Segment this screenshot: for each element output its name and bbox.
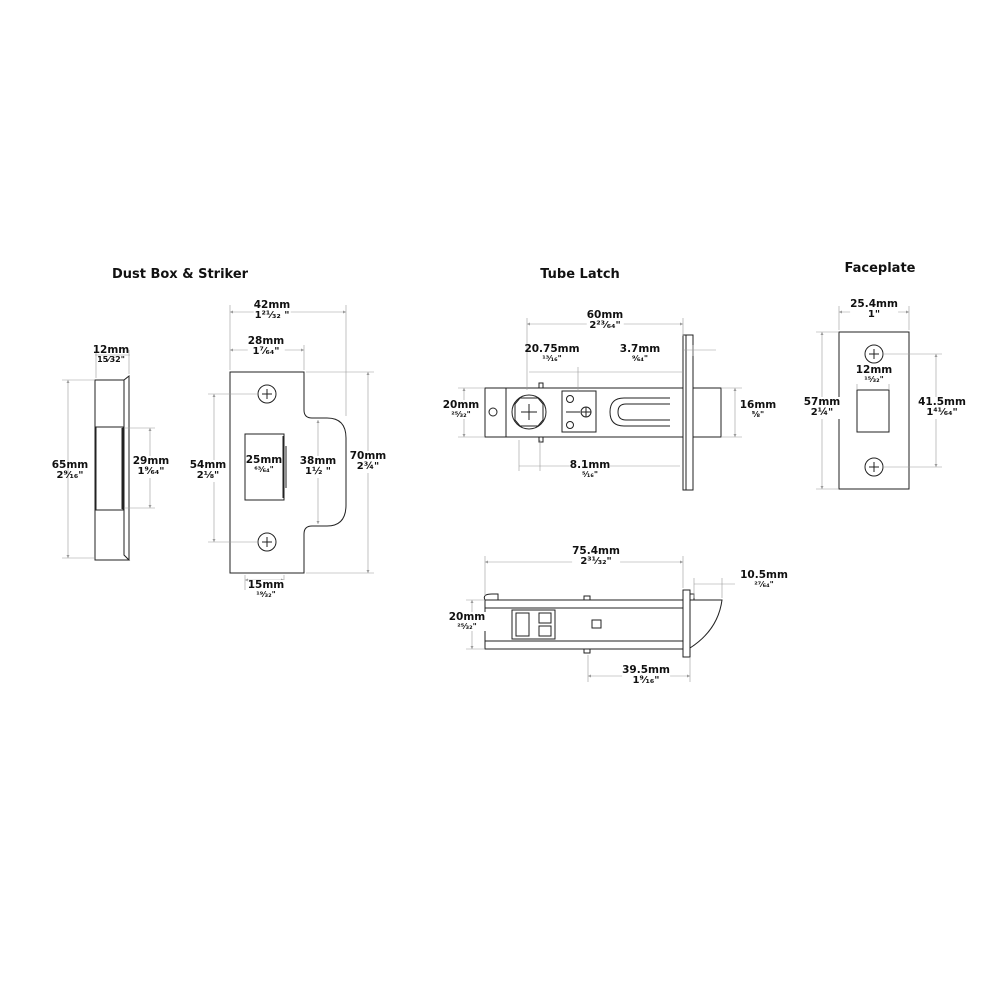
dim-latch-length: 60mm 2²³⁄₆₄" [586,309,624,332]
dim-mm: 39.5mm [622,664,670,676]
dim-striker-height: 54mm 2⅛" [189,459,227,482]
dim-mm: 42mm [253,299,291,311]
dim-striker-plate: 28mm 1⁷⁄₆₄" [247,335,285,358]
dim-inch: 1⁷⁄₆₄" [252,346,280,358]
dust-box-drawing [94,374,131,561]
dim-inch: 1" [867,309,881,321]
section-title-faceplate: Faceplate [844,261,916,276]
dim-mm: 12mm [855,364,893,376]
dim-mm: 25mm [245,454,283,466]
dim-dustbox-opening: 29mm 1⁹⁄₆₄" [132,455,170,478]
dim-inch: 2¾" [356,461,380,473]
dim-mm: 75.4mm [572,545,620,557]
dim-latch-spindle-size: 8.1mm ⁵⁄₁₆" [569,459,611,480]
tube-latch-side-drawing [483,589,723,658]
dim-inch: 2⅛" [196,470,220,482]
dim-mm: 10.5mm [740,569,788,581]
dim-mm: 38mm [299,455,337,467]
dim-face-window: 12mm ¹⁵⁄₃₂" [855,364,893,385]
dim-mm: 8.1mm [569,459,611,471]
dim-striker-window: 25mm ⁶³⁄₆₄" [245,454,283,475]
faceplate-drawing [838,331,910,490]
dim-mm: 29mm [132,455,170,467]
dim-mm: 57mm [803,396,841,408]
dim-face-centers: 41.5mm 1⁴¹⁄₆₄" [918,396,966,419]
striker-dimensions [208,305,374,590]
dim-inch: 15⁄32" [97,355,125,365]
dim-inch: ²⁵⁄₃₂" [451,410,471,420]
dim-dustbox-width: 12mm 15⁄32" [92,344,130,365]
dim-inch: 1²¹⁄₃₂ " [254,310,290,322]
dim-inch: 1⁹⁄₆₄" [137,466,165,478]
tube-latch-drawing [484,334,722,491]
dim-inch: 1⁹⁄₁₆" [632,675,660,687]
dim-mm: 15mm [247,579,285,591]
dim-inch: 1½ " [304,466,331,478]
dim-mm: 65mm [51,459,89,471]
dim-inch: ⁶³⁄₆₄" [254,465,274,475]
dust-box-dimensions [62,350,155,559]
dim-striker-lip: 38mm 1½ " [299,455,337,478]
dim-side-backset: 39.5mm 1⁹⁄₁₆" [622,664,670,687]
dim-mm: 54mm [189,459,227,471]
dim-latch-spindle: 20.75mm ¹³⁄₁₆" [524,343,580,364]
dim-mm: 16mm [739,399,777,411]
dim-mm: 12mm [92,344,130,356]
dim-inch: 2⁹⁄₁₆" [56,470,84,482]
dim-inch: 2³¹⁄₃₂" [580,556,612,568]
dim-mm: 60mm [586,309,624,321]
dim-inch: ²⁷⁄₆₄" [754,580,774,590]
dim-latch-diameter: 20mm ²⁵⁄₃₂" [442,399,480,420]
dim-striker-total: 70mm 2¾" [349,450,387,473]
dim-inch: 2¼" [810,407,834,419]
dim-mm: 20.75mm [524,343,580,355]
dim-mm: 3.7mm [619,343,661,355]
tube-latch-dimensions [458,318,742,471]
dim-inch: ⅝" [751,410,765,420]
dim-inch: 1⁴¹⁄₆₄" [926,407,958,419]
dim-dustbox-height: 65mm 2⁹⁄₁₆" [51,459,89,482]
dim-inch: ²⁵⁄₃₂" [457,622,477,632]
dim-side-bolt: 10.5mm ²⁷⁄₆₄" [740,569,788,590]
dim-face-height: 57mm 2¼" [803,396,841,419]
dim-inch: ¹⁵⁄₃₂" [864,375,884,385]
dim-mm: 28mm [247,335,285,347]
dim-inch: ⁵⁄₁₆" [581,470,599,480]
dim-mm: 20mm [448,611,486,623]
dim-inch: ¹⁹⁄₃₂" [256,590,276,600]
dim-mm: 41.5mm [918,396,966,408]
dim-mm: 20mm [442,399,480,411]
striker-plate-drawing [229,371,347,574]
dim-mm: 70mm [349,450,387,462]
section-title-tube-latch: Tube Latch [540,267,620,282]
section-title-dust-box-striker: Dust Box & Striker [111,267,249,282]
dim-inch: ¹³⁄₁₆" [542,354,562,364]
dim-side-length: 75.4mm 2³¹⁄₃₂" [572,545,620,568]
dim-inch: 2²³⁄₆₄" [589,320,621,332]
dim-striker-width: 42mm 1²¹⁄₃₂ " [253,299,291,322]
dim-face-width: 25.4mm 1" [850,298,898,321]
dim-side-diameter: 20mm ²⁵⁄₃₂" [448,611,486,632]
dim-striker-bottom: 15mm ¹⁹⁄₃₂" [247,579,285,600]
dim-mm: 25.4mm [850,298,898,310]
dim-latch-gap: 3.7mm ⁹⁄₆₄" [619,343,661,364]
dim-inch: ⁹⁄₆₄" [631,354,649,364]
dim-latch-bolt: 16mm ⅝" [739,399,777,420]
